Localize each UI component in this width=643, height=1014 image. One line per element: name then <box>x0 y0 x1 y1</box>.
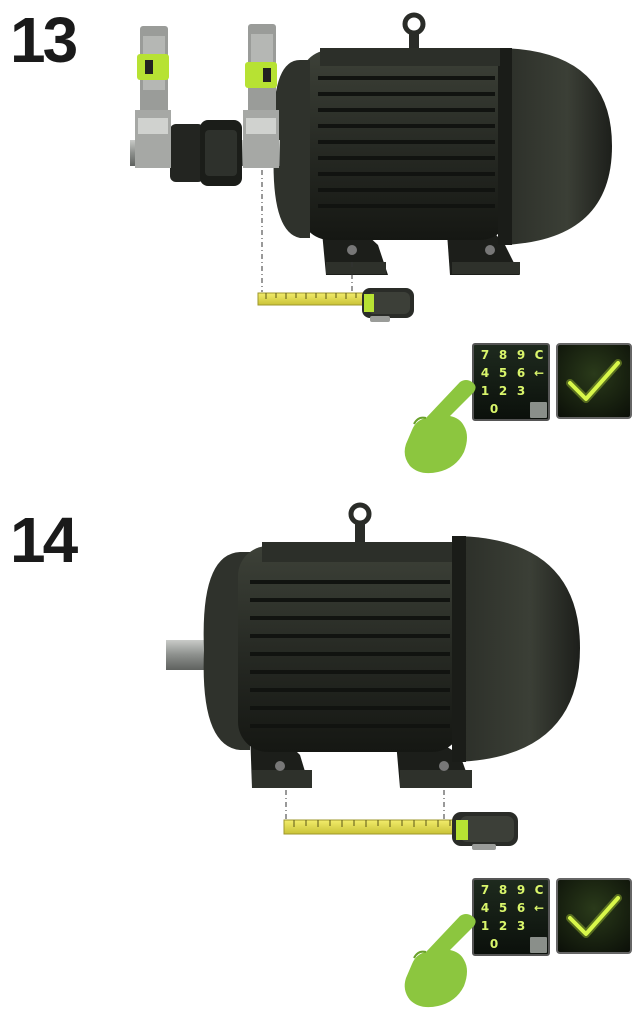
motor-top-rim <box>262 542 452 562</box>
key-5[interactable]: 5 <box>498 901 508 915</box>
cooling-fins <box>250 580 450 728</box>
measuring-unit-right <box>243 24 279 168</box>
key-8[interactable]: 8 <box>498 348 508 362</box>
key-9[interactable]: 9 <box>516 348 526 362</box>
key-0[interactable]: 0 <box>489 937 499 951</box>
step-14-illustration <box>0 490 643 1014</box>
key-4[interactable]: 4 <box>480 901 490 915</box>
motor-illustration <box>166 502 580 850</box>
measurement-guide-lines <box>285 790 445 820</box>
key-6[interactable]: 6 <box>516 901 526 915</box>
key-6[interactable]: 6 <box>516 366 526 380</box>
key-clear[interactable]: C <box>534 883 544 897</box>
step-13-confirm-button[interactable] <box>556 343 632 419</box>
step-13-illustration <box>0 0 643 480</box>
key-7[interactable]: 7 <box>480 348 490 362</box>
checkmark-icon <box>566 894 622 938</box>
key-8[interactable]: 8 <box>498 883 508 897</box>
tape-measure <box>257 288 414 322</box>
motor-top-rim <box>320 48 500 66</box>
key-4[interactable]: 4 <box>480 366 490 380</box>
step-13-numeric-keypad[interactable]: 7 8 9 C 4 5 6 ← 1 2 3 0 <box>472 343 550 421</box>
tape-measure <box>283 812 518 850</box>
key-7[interactable]: 7 <box>480 883 490 897</box>
motor-body <box>273 48 612 245</box>
cooling-fins <box>318 76 495 208</box>
key-9[interactable]: 9 <box>516 883 526 897</box>
lifting-eye <box>348 502 372 542</box>
key-1[interactable]: 1 <box>480 919 490 933</box>
key-backspace[interactable]: ← <box>533 901 545 915</box>
key-clear[interactable]: C <box>534 348 544 362</box>
key-5[interactable]: 5 <box>498 366 508 380</box>
checkmark-icon <box>566 359 622 403</box>
pointing-hand-icon <box>404 380 476 474</box>
key-backspace[interactable]: ← <box>533 366 545 380</box>
step-14-number: 14 <box>10 504 78 576</box>
pointing-hand-icon <box>404 914 476 1008</box>
step-14-confirm-button[interactable] <box>556 878 632 954</box>
key-0[interactable]: 0 <box>489 402 499 416</box>
measurement-guide-lines <box>261 170 353 292</box>
motor-body <box>203 536 580 762</box>
key-2[interactable]: 2 <box>498 919 508 933</box>
key-blank[interactable] <box>530 402 547 418</box>
step-13-number: 13 <box>10 4 78 76</box>
key-2[interactable]: 2 <box>498 384 508 398</box>
key-1[interactable]: 1 <box>480 384 490 398</box>
key-3[interactable]: 3 <box>516 384 526 398</box>
key-blank[interactable] <box>530 937 547 953</box>
lifting-eye <box>402 12 426 48</box>
key-3[interactable]: 3 <box>516 919 526 933</box>
motor-with-coupling-illustration <box>130 12 612 322</box>
step-14-numeric-keypad[interactable]: 7 8 9 C 4 5 6 ← 1 2 3 0 <box>472 878 550 956</box>
measuring-unit-left <box>135 26 171 168</box>
